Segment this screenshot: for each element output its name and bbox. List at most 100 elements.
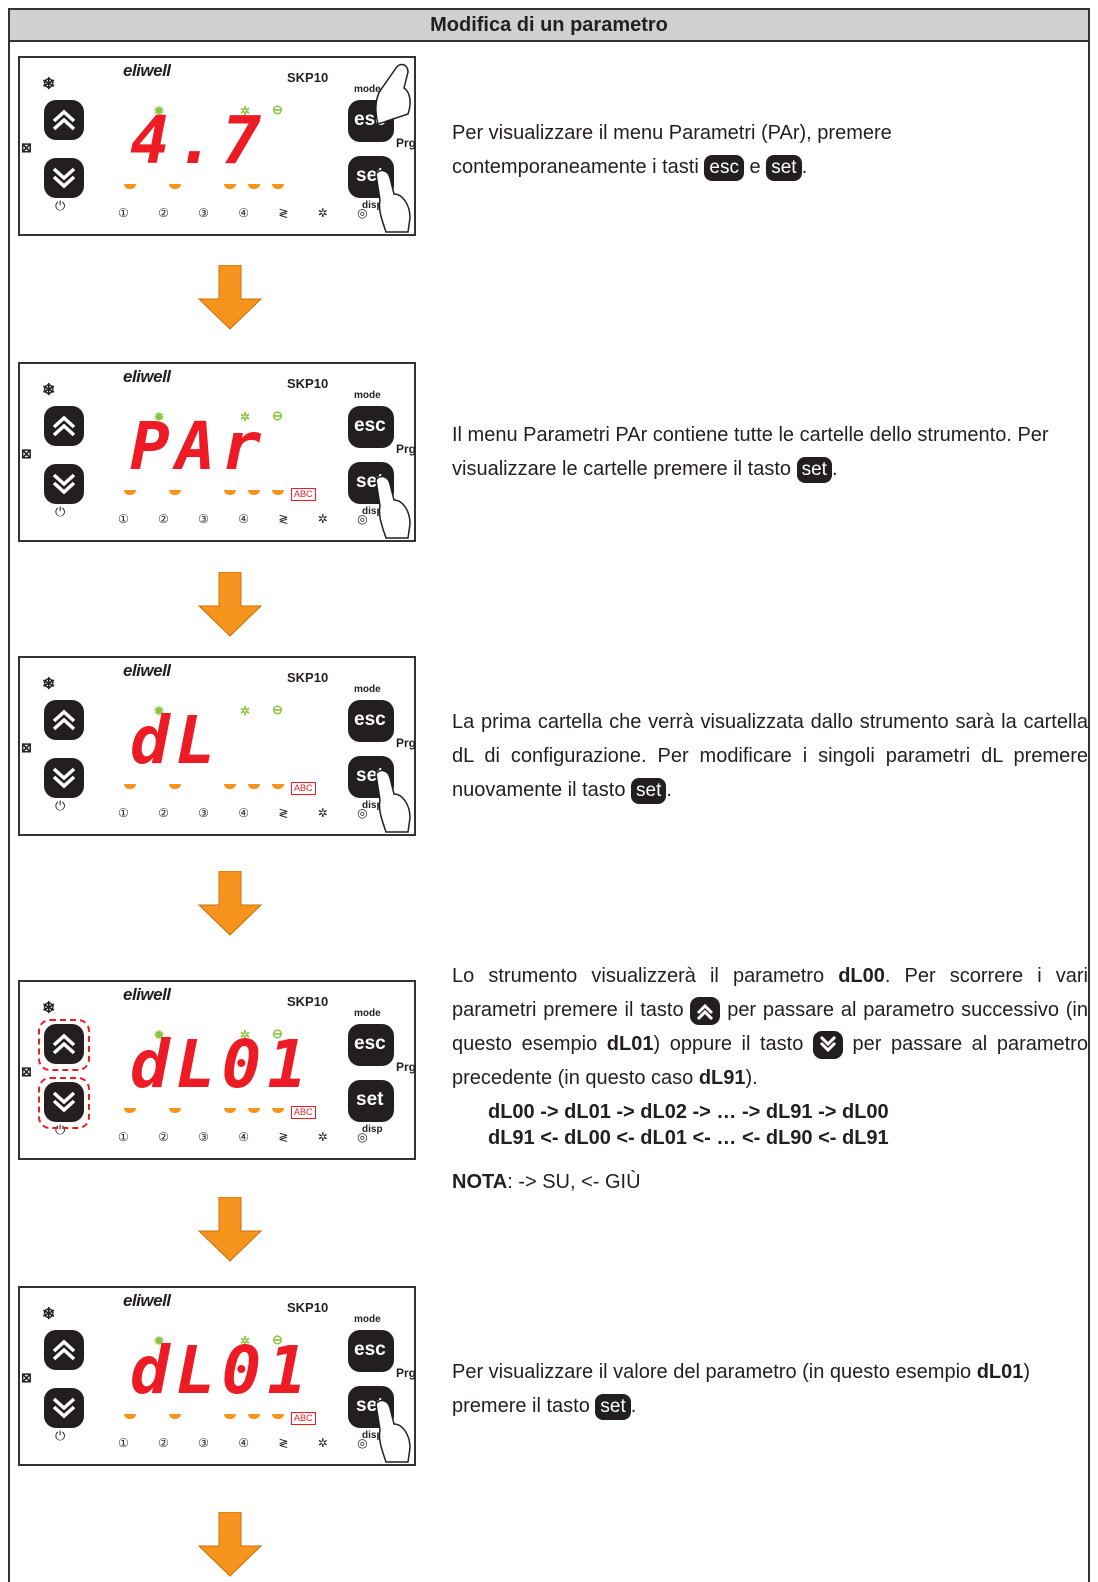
segment-indicator [124,784,136,789]
alarm-mute-icon: ⊠ [21,446,32,461]
up-button[interactable] [44,406,84,446]
defrost-icon: ❄ [42,1306,56,1323]
defrost-icon: ❄ [42,382,56,399]
abc-indicator: ABC [291,1106,316,1119]
brand-logo: eliwell [123,985,171,1004]
down-arrow-icon [197,265,263,330]
segment-indicator [169,1414,181,1419]
seven-segment-display: dL01 [130,1332,313,1409]
esc-button[interactable]: esc [348,406,394,448]
segment-indicator [248,784,260,789]
up-button[interactable] [44,1330,84,1370]
sequence-up: dL00 -> dL01 -> dL02 -> … -> dL91 -> dL0… [488,1101,889,1123]
model-label: SKP10 [287,670,329,685]
pressing-hand-icon [375,63,411,125]
disp-label: disp [362,1430,383,1441]
brand-logo: eliwell [123,367,171,386]
esc-button[interactable]: esc [348,1330,394,1372]
up-button[interactable] [44,700,84,740]
mode-label: mode [354,1314,381,1325]
seven-segment-display: dL01 [130,1026,313,1103]
mode-label: mode [354,684,381,695]
segment-indicator [124,184,136,189]
down-button[interactable] [44,1388,84,1428]
load-icons: ① ② ③ ④ ≷ ✲ ◎ [118,512,381,526]
pressing-hand-icon [375,475,411,539]
down-button[interactable] [44,758,84,798]
segment-indicator [224,490,236,495]
segment-indicator [169,784,181,789]
prg-label: Prg [396,1060,417,1074]
led-fan-icon: ✲ [240,1334,251,1348]
led-compressor-icon: ⊖ [272,1026,283,1041]
step-3-text: La prima cartella che verrà visualizzata… [452,705,1088,807]
led-compressor-icon: ⊖ [272,1332,283,1347]
power-icon: ⏻ [55,504,66,519]
segment-indicator [169,490,181,495]
alarm-mute-icon: ⊠ [21,1064,32,1079]
segment-indicator [272,490,284,495]
load-icons: ① ② ③ ④ ≷ ✲ ◎ [118,206,381,220]
down-button[interactable] [44,464,84,504]
led-fan-icon: ✲ [240,1028,251,1042]
pressing-hand-icon [375,1399,411,1463]
led-compressor-icon: ⊖ [272,408,283,423]
brand-logo: eliwell [123,1291,171,1310]
segment-indicator [124,490,136,495]
seven-segment-display: dL [130,702,222,779]
step-4-text: Lo strumento visualizzerà il parametro d… [452,959,1088,1199]
mode-label: mode [354,1008,381,1019]
brand-logo: eliwell [123,661,171,680]
esc-button[interactable]: esc [348,1024,394,1066]
pressing-hand-icon [375,769,411,833]
model-label: SKP10 [287,70,329,85]
defrost-icon: ❄ [42,76,56,93]
down-button[interactable] [44,158,84,198]
segment-indicator [248,1108,260,1113]
segment-indicator [248,184,260,189]
prg-label: Prg [396,442,417,456]
mode-label: mode [354,84,381,95]
segment-indicator [272,1108,284,1113]
seven-segment-display: PAr [130,408,268,485]
segment-indicator [169,184,181,189]
set-key-badge: set [766,154,802,181]
model-label: SKP10 [287,994,329,1009]
down-button[interactable] [44,1082,84,1122]
power-icon: ⏻ [55,798,66,813]
down-arrow-icon [197,1512,263,1577]
led-green-icon: ✹ [154,410,165,424]
sequence-down: dL91 <- dL00 <- dL01 <- … <- dL90 <- dL9… [488,1127,889,1149]
up-button[interactable] [44,1024,84,1064]
model-label: SKP10 [287,1300,329,1315]
step-2-text: Il menu Parametri PAr contiene tutte le … [452,418,1088,486]
pressing-hand-icon [375,169,411,233]
down-arrow-icon [197,1197,263,1262]
set-key-badge: set [595,1393,631,1420]
set-button[interactable]: set [348,1080,394,1122]
section-header: Modifica di un parametro [8,8,1090,42]
led-compressor-icon: ⊖ [272,702,283,717]
up-key-icon [690,996,721,1025]
alarm-mute-icon: ⊠ [21,1370,32,1385]
disp-label: disp [362,200,383,211]
led-fan-icon: ✲ [240,410,251,424]
alarm-mute-icon: ⊠ [21,140,32,155]
led-compressor-icon: ⊖ [272,102,283,117]
alarm-mute-icon: ⊠ [21,740,32,755]
segment-indicator [272,784,284,789]
up-button[interactable] [44,100,84,140]
load-icons: ① ② ③ ④ ≷ ✲ ◎ [118,1130,381,1144]
segment-indicator [248,1414,260,1419]
defrost-icon: ❄ [42,676,56,693]
led-fan-icon: ✲ [240,704,251,718]
brand-logo: eliwell [123,61,171,80]
power-icon: ⏻ [55,198,66,213]
step-5-text: Per visualizzare il valore del parametro… [452,1355,1088,1423]
esc-button[interactable]: esc [348,700,394,742]
led-green-icon: ✹ [154,1334,165,1348]
led-fan-icon: ✲ [240,104,251,118]
step-1-text: Per visualizzare il menu Parametri (PAr)… [452,116,1088,184]
